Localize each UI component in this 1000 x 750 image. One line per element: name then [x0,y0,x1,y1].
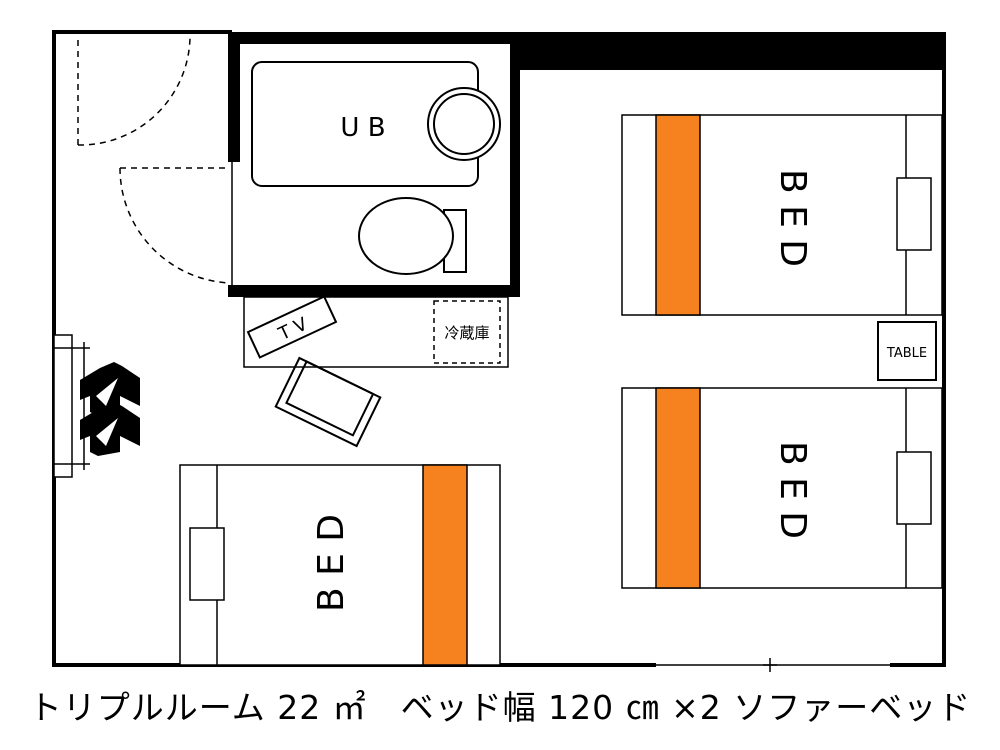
bed-right-top-label: B E D [772,169,813,267]
fridge-label: 冷蔵庫 [444,324,489,342]
floor-plan: U B T V 冷蔵庫 B E D TABLE [52,30,946,672]
coat-icon [80,362,140,456]
desk-chair [274,356,382,448]
unit-bath-label: U B [340,113,385,143]
bed-accent-stripe [655,114,701,316]
bed-left-label: B E D [311,514,352,612]
room-caption: トリプルルーム 22 ㎡ ベッド幅 120 ㎝ ×2 ソファーベッド [28,688,972,727]
pillow [896,177,932,251]
side-table [877,321,937,381]
bed-right-bottom [621,387,943,589]
bed-accent-stripe [655,387,701,589]
closet [53,334,90,478]
bed-accent-stripe [422,464,468,666]
pillow [896,451,932,525]
tv: T V [246,295,338,359]
toilet-bowl [358,197,454,275]
bed-left [179,464,501,666]
bed-right-top [621,114,943,316]
thick-top-wall [514,32,946,70]
unit-bath-walls [228,32,520,297]
door-swings [77,37,231,284]
sink-bowl-inner [433,93,495,155]
sink-bowl [427,87,501,161]
tv-desk [243,296,509,368]
table-label: TABLE [886,346,927,361]
pillow [189,527,225,601]
fridge [433,300,501,364]
bed-right-bottom-label: B E D [772,441,813,539]
